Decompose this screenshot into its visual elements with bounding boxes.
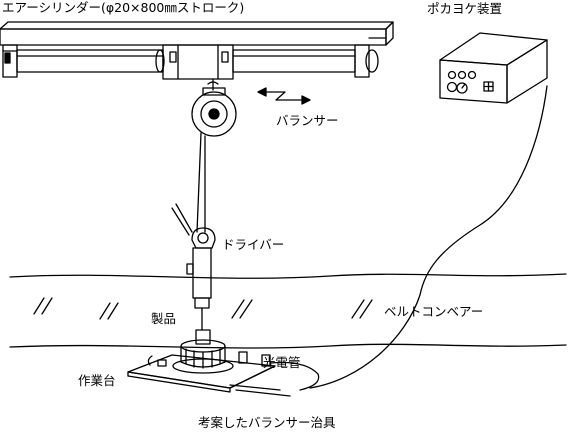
air-cylinder	[0, 21, 394, 80]
balancer	[191, 78, 237, 233]
photoelectric-tube	[238, 351, 320, 391]
pokayoke-label: ポカヨケ装置	[427, 1, 503, 16]
product	[172, 329, 234, 374]
signal-cable	[309, 85, 548, 389]
photoelectric-tube-label: 光電管	[263, 355, 301, 370]
pokayoke-device	[439, 32, 548, 104]
belt-conveyor	[9, 273, 567, 349]
work-table-label: 作業台	[78, 373, 116, 388]
balancer-label: バランサー	[276, 113, 339, 128]
work-table	[127, 354, 291, 397]
driver-label: ドライバー	[222, 237, 285, 252]
air-cylinder-label: エアーシリンダー(φ20×800㎜ストローク)	[2, 0, 245, 15]
caption: 考案したバランサー治具	[198, 415, 336, 430]
motion-arrow	[257, 87, 311, 105]
belt-conveyor-label: ベルトコンベアー	[384, 304, 484, 319]
product-label: 製品	[151, 311, 177, 326]
driver	[171, 203, 216, 331]
